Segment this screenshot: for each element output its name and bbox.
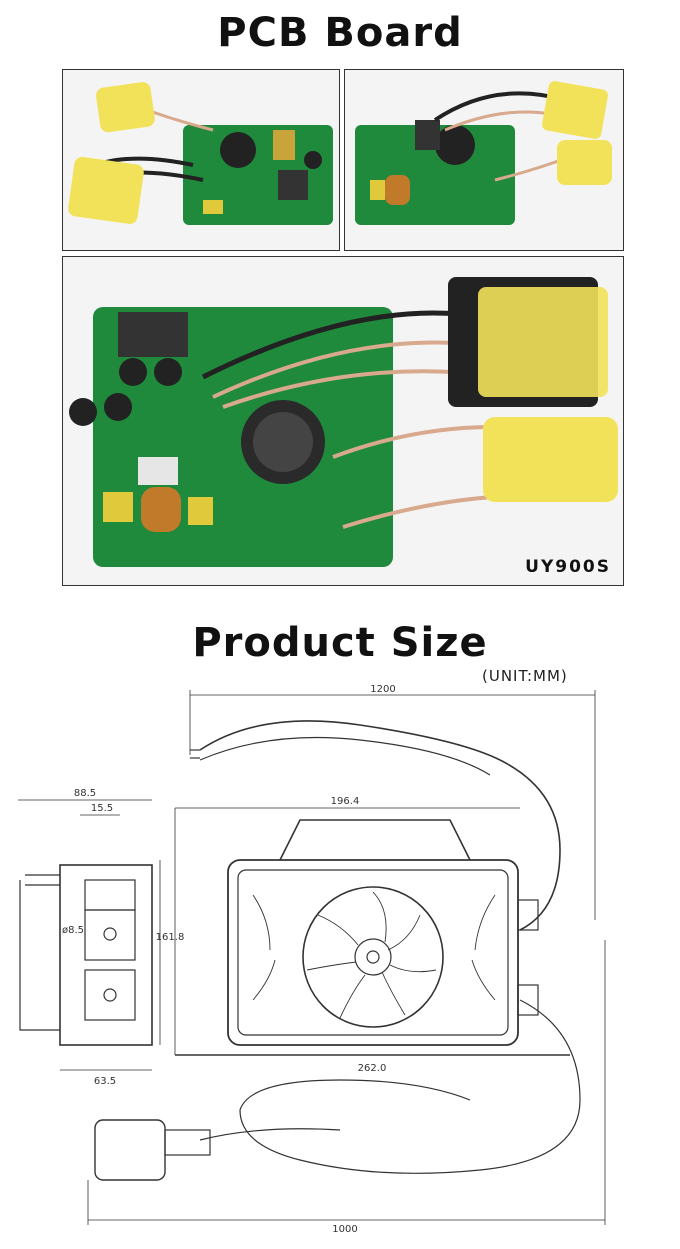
pcb-photo-main: UY900S [62, 256, 624, 586]
dim-offset: 15.5 [91, 803, 113, 814]
dim-hole: ø8.5 [62, 925, 84, 936]
product-size-drawing: 1200 88.5 15.5 196.4 161.8 ø8.5 63.5 262… [18, 684, 606, 1235]
product-size-title: Product Size [192, 620, 488, 666]
dim-length: 196.4 [331, 796, 360, 807]
dim-height: 161.8 [156, 932, 185, 943]
pcb-photo-illustration [69, 277, 618, 567]
pcb-board-title: PCB Board [217, 10, 463, 56]
dim-base: 63.5 [94, 1076, 116, 1087]
pcb-photo-top-right [344, 69, 624, 251]
pcb-photo-top-left [62, 69, 340, 251]
dim-cable-top: 1200 [370, 684, 395, 695]
model-label: UY900S [525, 557, 611, 577]
dim-depth: 88.5 [74, 788, 96, 799]
pcb-photo-illustration [68, 82, 333, 225]
pcb-photo-illustration [355, 81, 612, 225]
dim-cable-bottom: 1000 [332, 1224, 357, 1235]
dim-foot: 262.0 [358, 1063, 387, 1074]
unit-label: (UNIT:MM) [482, 667, 568, 685]
